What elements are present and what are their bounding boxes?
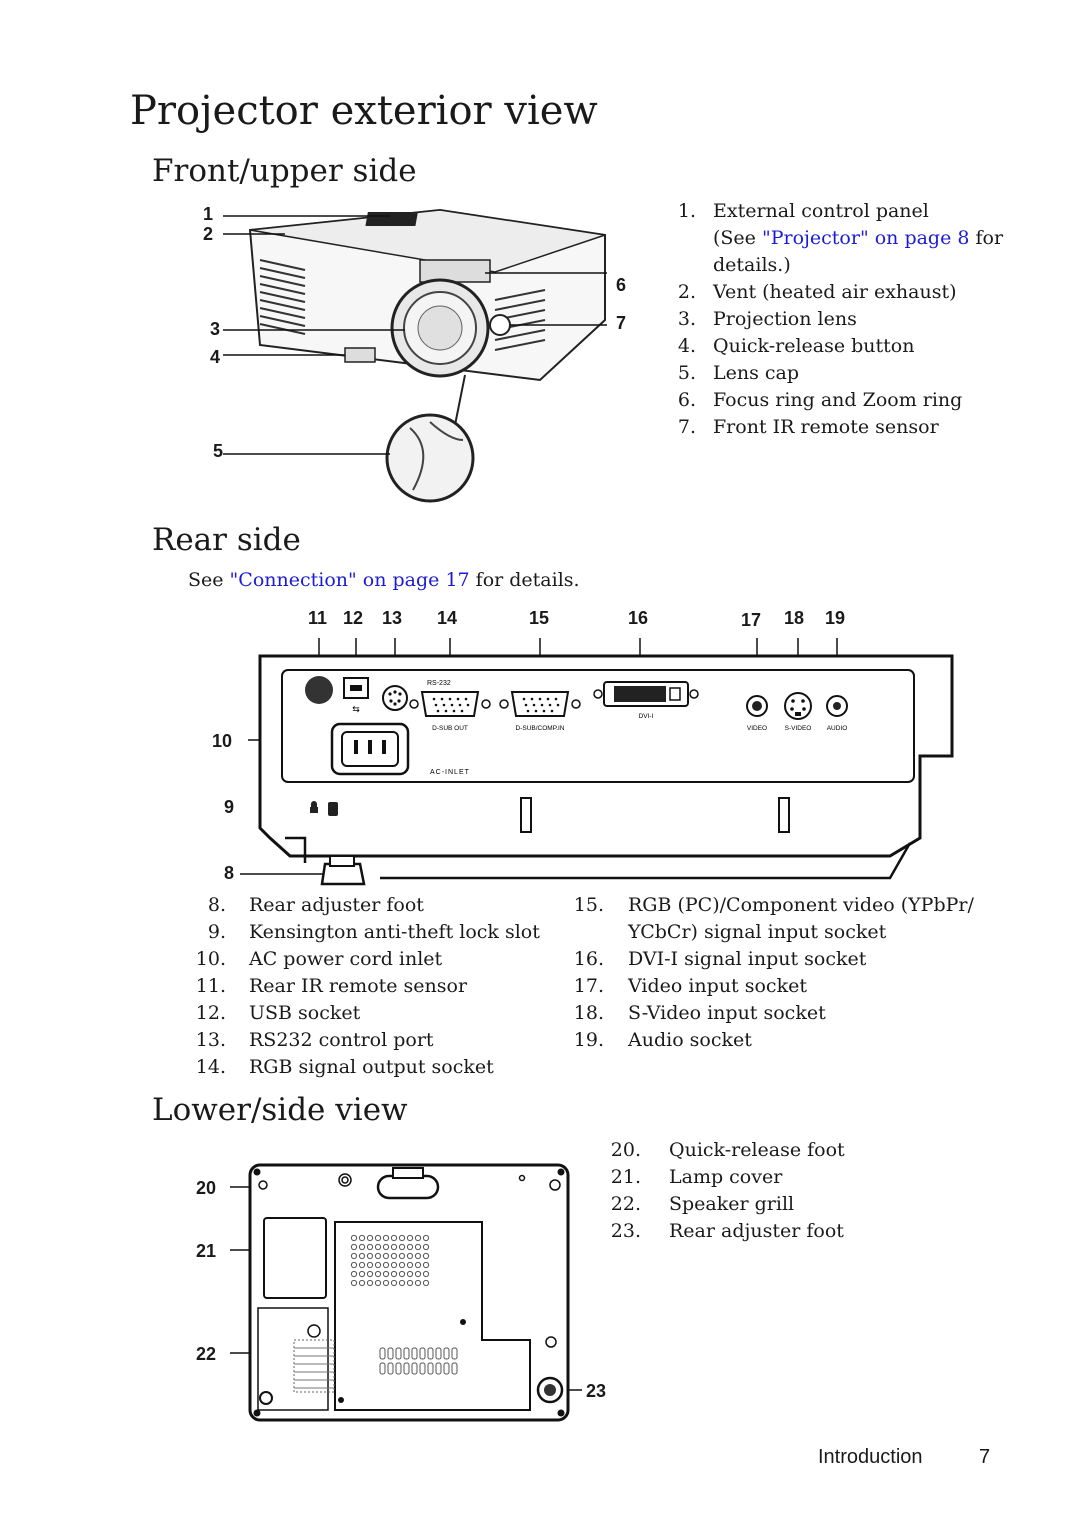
list-item: 1.External control panel [677,200,929,222]
port-label-audio: AUDIO [827,725,848,732]
front-heading: Front/upper side [152,153,417,189]
port-label-ac-inlet: AC-INLET [430,769,470,776]
port-label-dvi: DVI-I [639,713,654,720]
lamp-cover-grid [350,1234,430,1287]
footer-section: Introduction [818,1446,923,1468]
list-item: 13.RS232 control port [195,1029,434,1051]
callout-10: 10 [212,731,233,751]
callout-3: 3 [210,319,221,339]
callout-12: 12 [343,608,364,628]
port-label-s-video: S-VIDEO [785,725,812,732]
list-item: 12.USB socket [195,1002,361,1024]
callout-19: 19 [825,608,846,628]
quick-release-button-icon [344,347,376,363]
rear-ir-sensor-icon [305,676,333,704]
list-item: 2.Vent (heated air exhaust) [677,281,957,303]
callout-18: 18 [784,608,805,628]
rear-vent-slot [520,797,532,833]
lens-cap-icon [385,413,475,503]
callout-9: 9 [224,797,235,817]
callout-1: 1 [203,204,214,224]
callout-11: 11 [308,608,328,628]
dsub-out-socket-icon [420,691,480,717]
dsub-comp-in-socket-icon [510,691,570,717]
list-item: 21.Lamp cover [610,1166,783,1188]
list-item: 9.Kensington anti-theft lock slot [207,921,540,943]
callout-6: 6 [616,275,627,295]
list-item: 6.Focus ring and Zoom ring [677,389,963,411]
lower-parts-list: 20.Quick-release foot 21.Lamp cover 22.S… [605,1137,1025,1245]
callout-22: 22 [196,1344,217,1364]
list-item: 18.S-Video input socket [573,1002,826,1024]
list-item: 14.RGB signal output socket [195,1056,494,1078]
quick-release-foot-icon [376,1174,440,1200]
list-item: 23.Rear adjuster foot [610,1220,844,1242]
list-item: 5.Lens cap [677,362,800,384]
rear-parts-list-left: 8.Rear adjuster foot 9.Kensington anti-t… [190,892,570,1081]
callout-20: 20 [196,1178,217,1198]
page-number: 7 [979,1446,991,1468]
list-item: 10.AC power cord inlet [195,948,443,970]
svg-text:⇆: ⇆ [352,704,360,714]
speaker-panel [257,1307,329,1411]
lamp-cover-slots [379,1347,458,1375]
callout-15: 15 [529,608,550,628]
rear-vent-slot [778,797,790,833]
front-projector-diagram [223,208,607,503]
list-item: 17.Video input socket [573,975,807,997]
callout-17: 17 [741,610,762,630]
list-item: 4.Quick-release button [677,335,915,357]
list-item: 11.Rear IR remote sensor [195,975,468,997]
front-parts-list: 1.External control panel (See "Projector… [660,198,1060,441]
port-label-video: VIDEO [747,725,767,732]
connection-page-link[interactable]: "Connection" on page 17 [229,569,470,591]
control-panel-icon [365,212,418,226]
lower-projector-diagram [230,1163,582,1422]
callout-23: 23 [586,1381,607,1401]
focus-ring-window [419,259,491,283]
port-label-dsub-comp-in: D-SUB/COMP.IN [516,725,565,732]
callout-7: 7 [616,313,627,333]
page-title: Projector exterior view [130,88,598,134]
s-video-socket-icon [784,692,812,720]
list-item: 19.Audio socket [573,1029,752,1051]
port-label-rs232: RS-232 [427,680,451,687]
list-item: 22.Speaker grill [610,1193,795,1215]
list-item: 8.Rear adjuster foot [207,894,424,916]
front-leader-lines [223,215,607,455]
list-item: details.) [713,254,791,276]
callout-16: 16 [628,608,649,628]
list-item: YCbCr) signal input socket [628,921,887,943]
bottom-compartment [263,1217,327,1299]
port-label-dsub-out: D-SUB OUT [432,725,468,732]
list-item: (See "Projector" on page 8 for [713,227,1004,249]
list-item: 15.RGB (PC)/Component video (YPbPr/ [573,894,974,916]
kensington-lock-icon [328,802,338,816]
list-item: 7.Front IR remote sensor [677,416,939,438]
rear-projector-diagram: ⇆ RS-232 D-SUB OUT D-SUB/COMP.IN DVI-I V… [240,638,954,886]
callout-21: 21 [196,1241,217,1261]
callout-13: 13 [382,608,403,628]
list-item: 16.DVI-I signal input socket [573,948,867,970]
callout-5: 5 [213,441,224,461]
list-item: 20.Quick-release foot [610,1139,845,1161]
rs232-port-icon [382,685,408,711]
rear-see-connection: See "Connection" on page 17 for details. [188,569,580,591]
callout-8: 8 [224,863,235,883]
callout-4: 4 [210,347,221,367]
rear-heading: Rear side [152,522,301,558]
speaker-grill-icon [293,1339,335,1393]
projector-page-link[interactable]: "Projector" on page 8 [761,227,970,249]
list-item: 3.Projection lens [677,308,857,330]
lower-heading: Lower/side view [152,1092,408,1128]
callout-2: 2 [203,224,214,244]
front-ir-sensor-icon [489,314,511,336]
callout-14: 14 [437,608,458,628]
rear-parts-list-right: 15.RGB (PC)/Component video (YPbPr/ YCbC… [568,892,988,1054]
